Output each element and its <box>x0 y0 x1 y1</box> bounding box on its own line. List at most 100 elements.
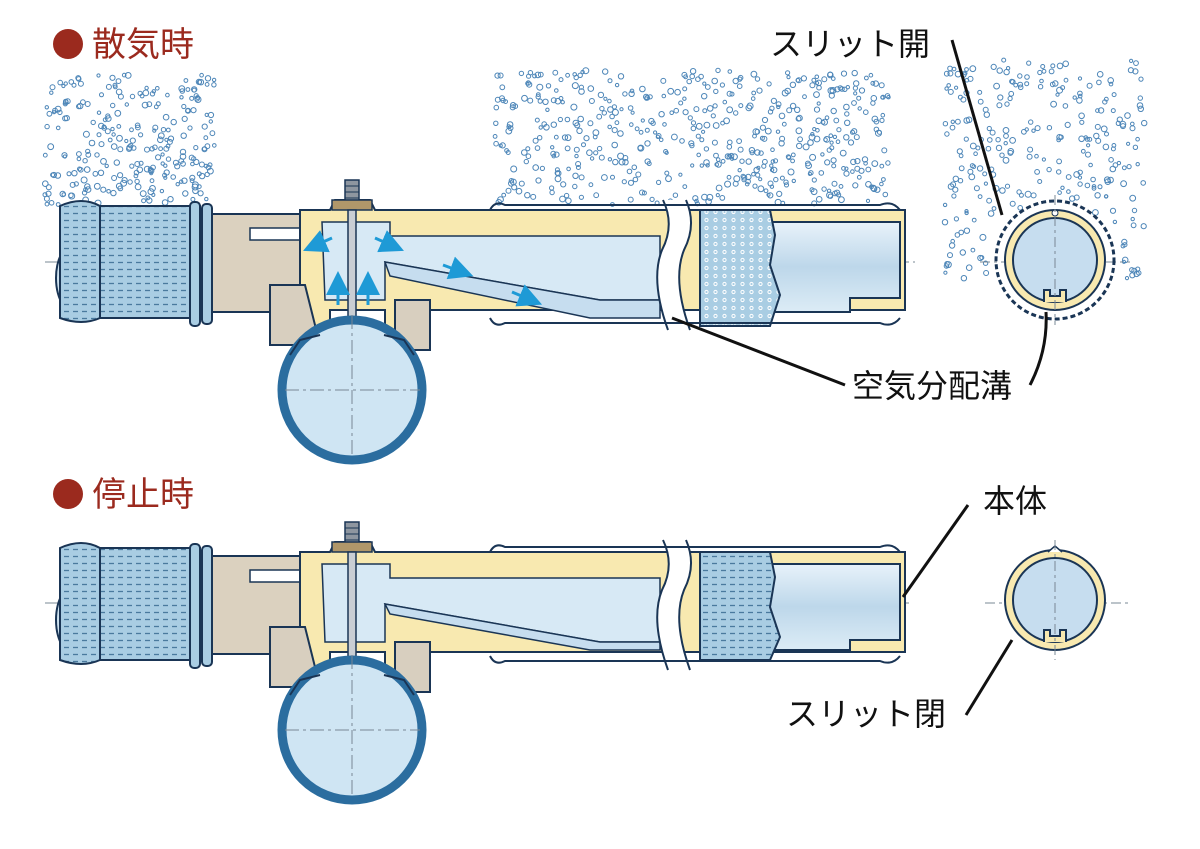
bubble <box>705 163 710 168</box>
bubble <box>170 118 177 126</box>
bubble <box>834 86 841 93</box>
bubble <box>550 97 557 104</box>
bubble <box>811 177 817 183</box>
bubble <box>1007 148 1015 155</box>
bubble <box>59 190 66 198</box>
bubble <box>207 111 215 119</box>
bubble <box>712 122 720 129</box>
bubble <box>810 132 815 137</box>
bubble <box>710 113 716 119</box>
bubble <box>187 125 193 131</box>
bubble <box>179 148 187 156</box>
bubble <box>147 167 155 174</box>
bubble <box>753 166 760 174</box>
bubble <box>201 123 208 130</box>
bubble <box>1065 174 1072 180</box>
bubble <box>197 190 204 197</box>
bubble <box>180 132 187 139</box>
bubble <box>612 158 619 166</box>
bubble <box>129 127 134 133</box>
bubble <box>508 178 515 184</box>
bubble <box>787 168 795 176</box>
bubble <box>713 88 719 95</box>
bubble <box>963 71 968 76</box>
bubble <box>532 137 539 144</box>
bubble <box>1095 137 1102 144</box>
bubble <box>619 107 624 112</box>
bubble <box>203 135 209 141</box>
bubble <box>71 82 77 88</box>
bubble <box>838 184 844 189</box>
bubble <box>1030 192 1037 199</box>
bubble <box>208 119 214 124</box>
bubble <box>1121 256 1129 264</box>
bubble <box>977 194 983 200</box>
bubble <box>68 79 75 85</box>
bubble <box>833 117 840 124</box>
bubble <box>870 100 876 106</box>
bubble <box>759 124 767 131</box>
bubble <box>180 160 186 167</box>
bubble <box>730 156 735 161</box>
bubble <box>880 94 886 100</box>
bubble <box>61 83 66 89</box>
bubble <box>874 186 881 193</box>
bubble <box>954 232 961 238</box>
bubble <box>566 166 571 172</box>
bubble <box>44 123 50 130</box>
bubble <box>812 127 817 132</box>
bubble <box>69 181 76 188</box>
bubble <box>634 126 640 132</box>
bubble <box>93 182 101 190</box>
bubble <box>116 134 123 142</box>
bubble <box>682 109 689 116</box>
bubble <box>689 142 695 149</box>
bubble <box>835 139 841 144</box>
bubble <box>745 173 752 181</box>
bubble <box>191 87 197 93</box>
bubble <box>90 119 96 126</box>
bubble <box>162 113 170 121</box>
bubble <box>830 107 837 115</box>
bubble <box>946 83 952 88</box>
bubble <box>94 152 100 158</box>
bubble <box>185 107 191 114</box>
bubble <box>639 85 646 93</box>
bubble <box>1037 69 1043 76</box>
bubble <box>955 118 961 125</box>
bubble <box>1007 95 1013 102</box>
bubble <box>690 163 695 168</box>
bubble <box>713 152 719 159</box>
bubble <box>950 181 957 188</box>
bubble <box>99 92 104 98</box>
bubble <box>690 120 697 126</box>
bubble <box>144 85 149 91</box>
bubble <box>1078 112 1085 120</box>
bubble <box>957 94 963 100</box>
bubble <box>51 110 57 115</box>
bubble <box>999 152 1005 158</box>
bubble <box>947 252 953 259</box>
bubble <box>999 187 1006 194</box>
bubble <box>991 206 997 211</box>
bubble <box>1126 164 1132 170</box>
bubble <box>951 193 957 199</box>
bubble <box>958 229 965 236</box>
bubble <box>49 90 54 95</box>
bubble <box>879 163 885 169</box>
bubble <box>842 86 848 93</box>
bubble <box>211 82 217 88</box>
bubble <box>851 100 857 106</box>
bubble <box>871 115 879 123</box>
bubble <box>588 98 595 104</box>
bubble <box>175 182 180 187</box>
bubble <box>661 93 667 99</box>
bubble <box>109 74 116 81</box>
bubble <box>711 77 719 85</box>
bubble <box>565 197 572 205</box>
bubble <box>505 150 511 155</box>
bubble <box>158 146 164 152</box>
bubble <box>628 90 635 98</box>
bubble <box>851 69 858 77</box>
bubble <box>1130 216 1135 222</box>
